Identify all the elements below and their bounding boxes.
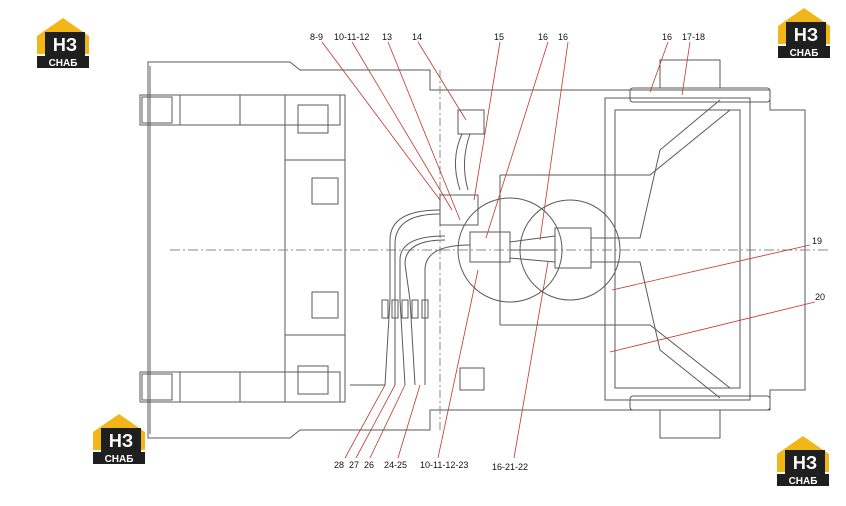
callout-leaders (321, 41, 816, 459)
callout-20: 20 (815, 292, 825, 302)
callout-16-21-22: 16-21-22 (492, 462, 528, 472)
callout-8-9: 8-9 (310, 32, 323, 42)
callout-10-11-12: 10-11-12 (334, 32, 369, 42)
logo-mark: НЗ (53, 35, 77, 55)
callout-16-c: 16 (662, 32, 672, 42)
callout-13: 13 (382, 32, 392, 42)
callout-labels: 8-9 10-11-12 13 14 15 16 16 16 17-18 19 … (310, 32, 825, 472)
callout-15: 15 (494, 32, 504, 42)
callout-24-25: 24-25 (384, 460, 407, 470)
callout-26: 26 (364, 460, 374, 470)
hydraulic-hoses (350, 99, 721, 399)
callout-16-a: 16 (538, 32, 548, 42)
logo-brand: СНАБ (105, 454, 134, 465)
callout-27: 27 (349, 460, 359, 470)
callout-14: 14 (412, 32, 422, 42)
logo-brand: СНАБ (49, 58, 78, 69)
logo-brand: СНАБ (790, 48, 819, 59)
brand-logo-bottom-left: НЗ СНАБ (93, 414, 145, 465)
brand-logo-top-left: НЗ СНАБ (37, 18, 89, 69)
machine-frame (139, 59, 830, 439)
logo-mark: НЗ (794, 25, 818, 45)
logo-mark: НЗ (793, 453, 817, 473)
brand-logo-bottom-right: НЗ СНАБ (777, 436, 829, 487)
logo-mark: НЗ (109, 431, 133, 451)
callout-17-18: 17-18 (682, 32, 705, 42)
callout-19: 19 (812, 236, 822, 246)
logo-brand: СНАБ (789, 476, 818, 487)
callout-28: 28 (334, 460, 344, 470)
brand-logo-top-right: НЗ СНАБ (778, 8, 830, 59)
callout-10-11-12-23: 10-11-12-23 (420, 460, 468, 470)
callout-16-b: 16 (558, 32, 568, 42)
